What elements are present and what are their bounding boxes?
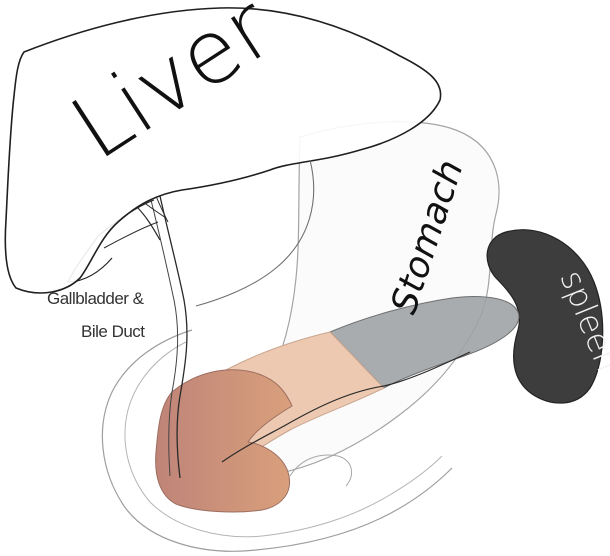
gallbladder-label-line2: Bile Duct — [81, 322, 145, 341]
gallbladder-label-line1: Gallbladder & — [47, 289, 145, 308]
hepatic-duct-branch-right-2 — [156, 196, 168, 222]
